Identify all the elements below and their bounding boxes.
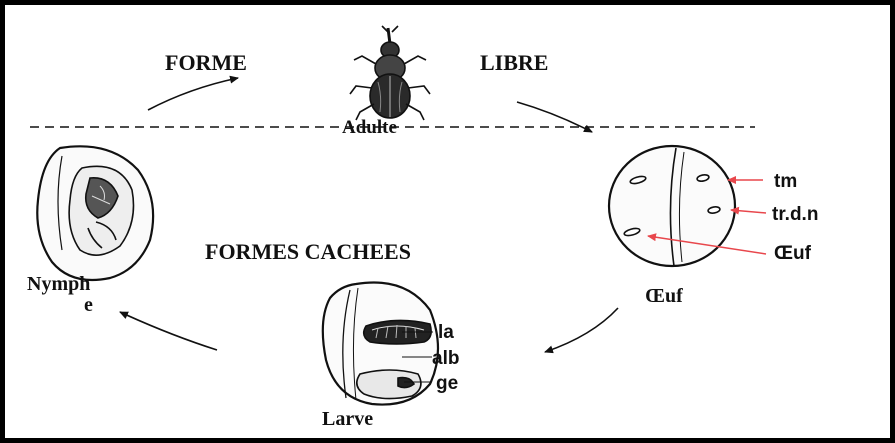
cycle-arrow-larva-to-nymph [120,312,217,350]
alb-annotation: alb [432,348,459,369]
nymph-label-line2: e [84,294,93,316]
trdn-pointer-arrow [731,210,766,213]
egg-stage-label: Œuf [645,285,683,307]
cycle-arrow-nymph-to-adult [148,78,238,110]
nymph-grain-illustration [37,146,153,280]
la-annotation: la [438,322,454,343]
oeuf-annotation: Œuf [774,243,812,264]
forme-label: FORME [165,50,247,75]
nymph-label-line1: Nymph [27,273,90,295]
tm-annotation: tm [774,171,797,192]
ge-annotation: ge [436,373,458,394]
trdn-annotation: tr.d.n [772,204,818,225]
adult-label: Adulte [342,117,397,138]
egg-grain-illustration [609,146,735,266]
cycle-arrow-egg-to-larva [545,308,618,352]
weevil-adult-icon [350,26,430,120]
larva-stage-label: Larve [322,408,373,430]
larva-grain-illustration [323,282,438,404]
hidden-forms-label: FORMES CACHEES [205,239,411,264]
libre-label: LIBRE [480,50,548,75]
